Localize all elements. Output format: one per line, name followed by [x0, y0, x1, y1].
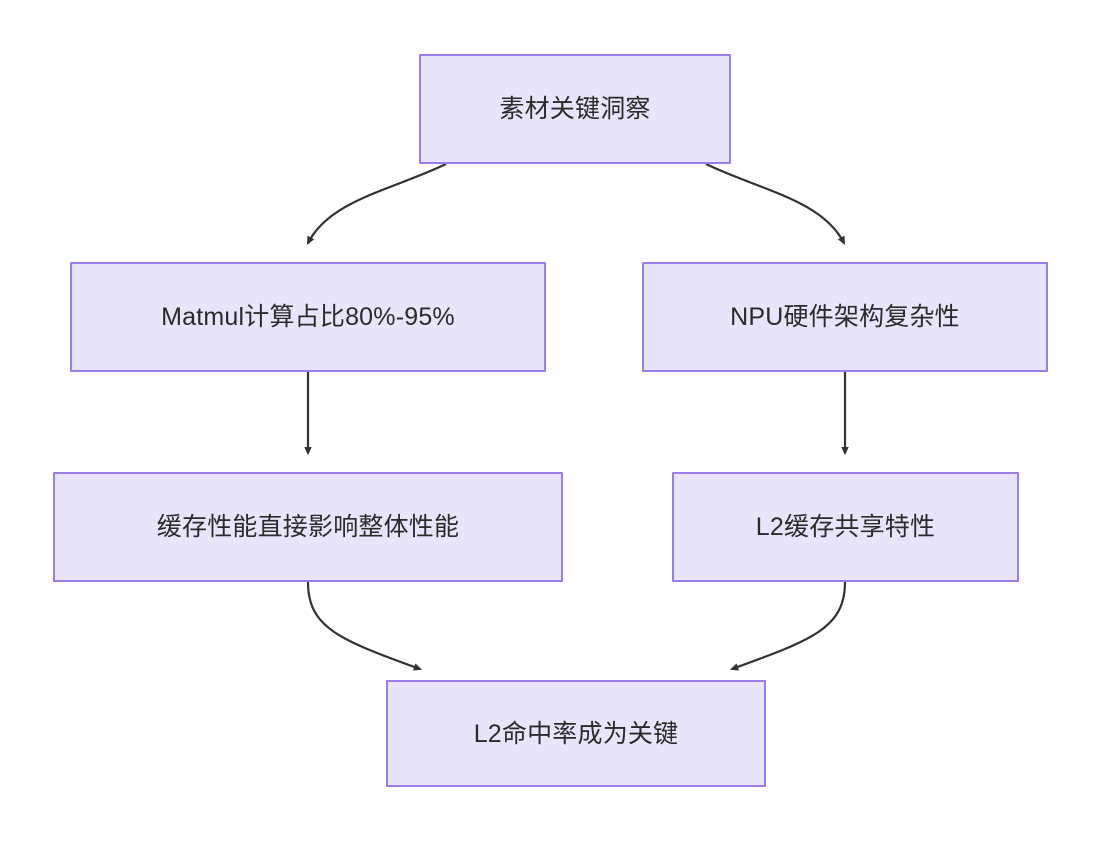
node-matmul-label: Matmul计算占比80%-95%	[161, 303, 455, 331]
node-root-label: 素材关键洞察	[499, 95, 651, 123]
node-l2-hit-rate-label: L2命中率成为关键	[473, 719, 679, 748]
node-npu-label: NPU硬件架构复杂性	[730, 303, 960, 331]
node-l2-hit-rate[interactable]: L2命中率成为关键	[386, 680, 766, 787]
node-npu[interactable]: NPU硬件架构复杂性	[642, 262, 1048, 372]
node-cache-performance[interactable]: 缓存性能直接影响整体性能	[53, 472, 563, 582]
edge-root-to-npu	[705, 163, 846, 245]
node-l2-cache-sharing-label: L2缓存共享特性	[755, 513, 936, 541]
edge-l2-share-to-l2-hit	[729, 581, 847, 671]
node-root[interactable]: 素材关键洞察	[419, 54, 731, 164]
edge-cache-perf-to-l2-hit	[306, 581, 423, 671]
node-l2-cache-sharing[interactable]: L2缓存共享特性	[672, 472, 1019, 582]
edge-root-to-matmul	[306, 163, 447, 245]
node-matmul[interactable]: Matmul计算占比80%-95%	[70, 262, 546, 372]
node-cache-performance-label: 缓存性能直接影响整体性能	[156, 513, 460, 541]
